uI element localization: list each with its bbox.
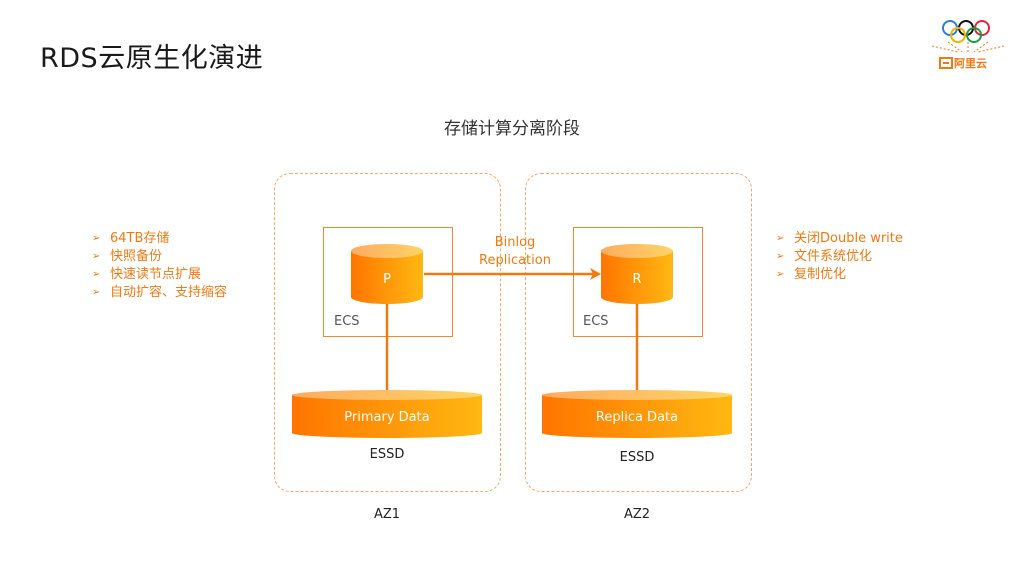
replication-label-line2: Replication: [479, 253, 551, 268]
arrow-bullet-icon: ➢: [776, 233, 785, 244]
list-item-text: 快速读节点扩展: [110, 267, 202, 282]
list-item: ➢ 关闭Double write: [776, 230, 903, 248]
list-item: ➢ 自动扩容、支持缩容: [92, 284, 227, 302]
replica-disk-label: Replica Data: [595, 410, 679, 425]
storage-label-replica: ESSD: [619, 450, 655, 465]
availability-zone-2: [525, 173, 752, 492]
right-feature-list: ➢ 关闭Double write ➢ 文件系统优化 ➢ 复制优化: [776, 230, 903, 284]
list-item: ➢ 快照备份: [92, 248, 227, 266]
primary-data-disk: [292, 390, 482, 438]
list-item-text: 自动扩容、支持缩容: [110, 285, 228, 300]
diagram-subtitle: 存储计算分离阶段: [444, 119, 580, 139]
availability-zone-1: [274, 173, 501, 492]
arrow-bullet-icon: ➢: [92, 233, 101, 244]
az-label-2: AZ2: [623, 507, 651, 522]
left-feature-list: ➢ 64TB存储 ➢ 快照备份 ➢ 快速读节点扩展 ➢ 自动扩容、支持缩容: [92, 230, 227, 302]
alibaba-cloud-logo: 阿里云: [928, 16, 1008, 76]
slide-title: RDS云原生化演进: [40, 43, 264, 74]
primary-disk-label: Primary Data: [344, 410, 430, 425]
olympic-rings-icon: [931, 20, 1005, 69]
arrow-bullet-icon: ➢: [92, 287, 101, 298]
arrow-bullet-icon: ➢: [776, 269, 785, 280]
replica-data-disk: [542, 390, 732, 438]
arrow-bullet-icon: ➢: [92, 251, 101, 262]
replication-label-line1: Binlog: [494, 235, 536, 250]
list-item: ➢ 快速读节点扩展: [92, 266, 227, 284]
replica-node-label: R: [632, 272, 642, 287]
arrow-bullet-icon: ➢: [92, 269, 101, 280]
ecs-label-replica: ECS: [583, 314, 609, 329]
list-item: ➢ 复制优化: [776, 266, 903, 284]
list-item: ➢ 64TB存储: [92, 230, 227, 248]
primary-node-label: P: [383, 272, 391, 287]
list-item-text: 快照备份: [110, 249, 163, 264]
list-item: ➢ 文件系统优化: [776, 248, 903, 266]
replica-node-cylinder: [601, 244, 673, 304]
list-item-text: 复制优化: [794, 267, 847, 282]
list-item-text: 文件系统优化: [794, 249, 873, 264]
az-label-1: AZ1: [373, 507, 401, 522]
replication-label: Binlog Replication: [455, 234, 575, 270]
primary-node-cylinder: [351, 244, 423, 304]
arrow-bullet-icon: ➢: [776, 251, 785, 262]
logo-brand-text: 阿里云: [954, 57, 987, 70]
ecs-label-primary: ECS: [334, 314, 360, 329]
list-item-text: 关闭Double write: [794, 231, 903, 246]
list-item-text: 64TB存储: [110, 231, 170, 246]
storage-label-primary: ESSD: [369, 447, 405, 462]
replication-arrow-head: [590, 268, 601, 280]
